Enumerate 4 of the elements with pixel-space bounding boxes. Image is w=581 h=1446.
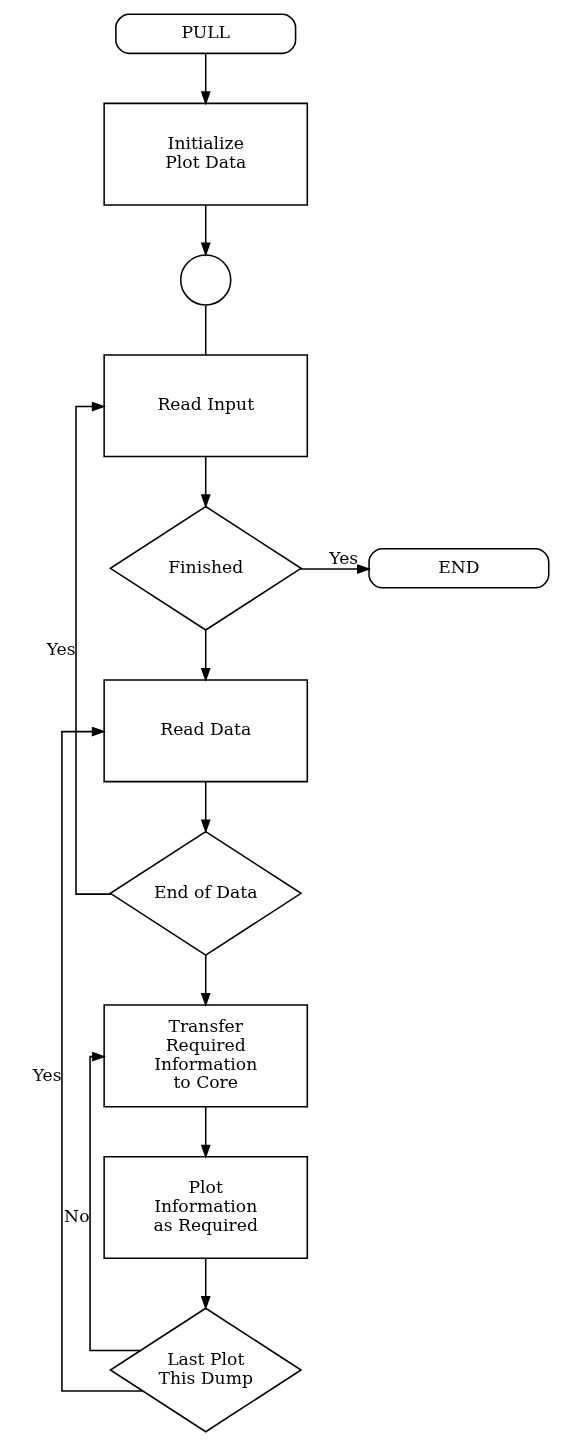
edge-label: Yes <box>329 548 359 569</box>
edge-label: No <box>64 1206 90 1227</box>
edge-label: Yes <box>46 638 76 659</box>
edge-label: Yes <box>32 1065 62 1086</box>
